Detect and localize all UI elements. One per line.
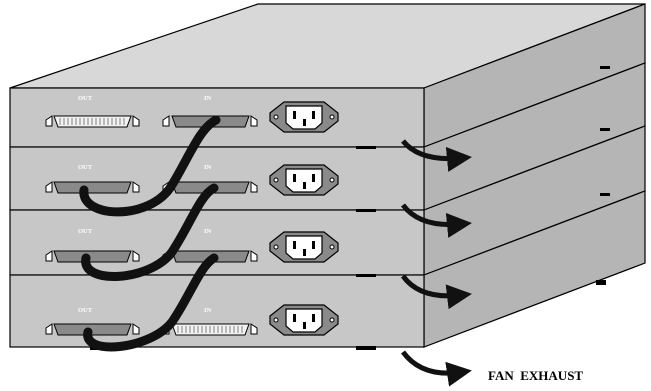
unit-3-in-label: IN [204, 228, 212, 235]
unit-3-out-label: OUT [78, 228, 93, 235]
unit-1-out-port [45, 115, 140, 128]
exhaust-arrow-unit-3 [400, 274, 472, 310]
unit-1: OUT IN [45, 95, 339, 133]
unit-2-out-port [45, 181, 140, 194]
unit-4-out-label: OUT [78, 307, 93, 314]
unit-4-power-socket [269, 304, 339, 336]
unit-3-power-socket [269, 231, 339, 263]
exhaust-arrow-unit-1 [401, 139, 472, 172]
exhaust-arrow-unit-4 [400, 350, 472, 387]
unit-4: OUT IN [45, 304, 339, 336]
cable-unit4-out-to-unit3-in [83, 253, 219, 352]
unit-2-in-label: IN [204, 164, 212, 171]
exhaust-arrows [400, 139, 472, 387]
unit-2-power-socket [269, 164, 339, 196]
unit-3-front-face [9, 209, 425, 276]
unit-4-in-label: IN [204, 307, 212, 314]
unit-4-front-face [9, 274, 425, 348]
fan-exhaust-label: FAN EXHAUST [488, 368, 583, 383]
unit-4-out-port [45, 323, 140, 336]
cable-unit2-out-to-unit1-in [79, 115, 221, 217]
unit-2: OUT IN [45, 164, 339, 196]
unit-1-out-label: OUT [78, 95, 93, 102]
cable-unit3-out-to-unit2-in [81, 183, 219, 281]
unit-4-in-port [162, 323, 258, 336]
unit-1-power-socket [269, 101, 339, 133]
daisy-chain-cables [79, 115, 221, 352]
exhaust-arrow-unit-2 [400, 203, 472, 238]
unit-3: OUT IN [45, 228, 339, 263]
unit-3-out-port [45, 250, 140, 263]
unit-2-front-face [9, 146, 425, 211]
unit-2-out-label: OUT [78, 164, 93, 171]
unit-1-in-label: IN [204, 95, 212, 102]
